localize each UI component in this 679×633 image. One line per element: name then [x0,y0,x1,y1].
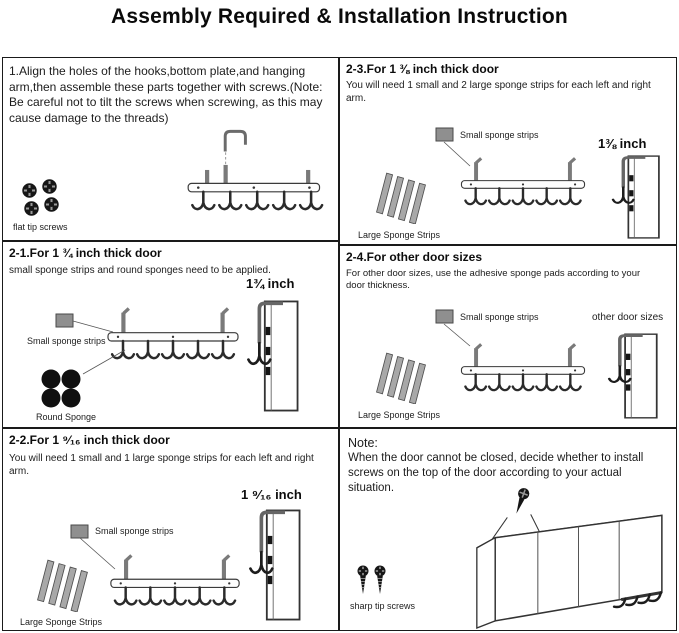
leader-line [72,320,114,333]
small-sponge-label: Small sponge strips [460,312,539,322]
panel-step2-2: 2-2.For 1 ⁹⁄₁₆ inch thick door You will … [2,428,339,631]
large-sponge-icon [376,352,426,404]
door-icon [246,299,300,413]
leader-line [443,141,471,167]
step2-1-text: small sponge strips and round sponges ne… [9,265,271,276]
step2-2-heading: 2-2.For 1 ⁹⁄₁₆ inch thick door [9,433,170,447]
flat-screw-icon [23,200,40,217]
door-size-label: other door sizes [592,312,664,323]
round-sponge-icon [41,369,81,408]
door-size-label: 1⅜ inch [598,136,647,151]
large-sponge-label: Large Sponge Strips [358,230,441,240]
flat-screw-icon [43,196,60,213]
door-size-label: 1¾ inch [246,276,295,291]
small-sponge-icon [435,127,454,142]
step2-4-illustration [376,309,659,420]
sharp-screw-icon [356,565,370,595]
round-sponge-label: Round Sponge [36,412,97,422]
leader-line [79,537,116,570]
large-sponge-icon [376,172,426,224]
hook-rack-icon [109,553,241,607]
large-sponge-label: Large Sponge Strips [20,617,103,627]
small-sponge-label: Small sponge strips [95,526,174,536]
leader-line [82,349,126,375]
note-illustration [356,485,664,629]
step1-text: 1.Align the holes of the hooks,bottom pl… [9,64,323,125]
sharp-screw-icon [373,565,387,595]
step2-3-illustration [376,127,661,240]
sharp-tip-screws-label: sharp tip screws [350,601,416,611]
hook-rack-icon [106,306,240,360]
large-sponge-icon [37,559,88,612]
panel-note: Note: When the door cannot be closed, de… [339,428,677,631]
small-sponge-icon [435,309,454,324]
small-sponge-label: Small sponge strips [27,336,106,346]
door-icon [611,154,661,240]
step2-2-illustration [37,508,302,622]
flat-tip-screws-label: flat tip screws [13,222,68,232]
step1-illustration [21,129,324,217]
panel-step2-4: 2-4.For other door sizes For other door … [339,245,677,428]
note-text: When the door cannot be closed, decide w… [348,452,644,494]
panel-step2-3: 2-3.For 1 ⅜ inch thick door You will nee… [339,57,677,245]
panel-step1: 1.Align the holes of the hooks,bottom pl… [2,57,339,241]
door-icon [607,332,659,420]
step2-1-illustration [41,299,300,413]
large-sponge-label: Large Sponge Strips [358,410,441,420]
page-title: Assembly Required & Installation Instruc… [111,5,568,28]
flat-screw-icon [21,182,38,199]
step2-4-text: For other door sizes, use the adhesive s… [346,268,641,292]
flat-screw-icon [41,178,58,195]
step2-2-text: You will need 1 small and 1 large sponge… [9,453,314,477]
step2-3-text: You will need 1 small and 2 large sponge… [346,80,651,104]
small-sponge-label: Small sponge strips [460,130,539,140]
door-top-screw-icon [475,485,664,629]
hook-rack-icon [459,342,587,392]
leader-line [443,323,471,347]
small-sponge-icon [55,313,74,328]
panel-step2-1: 2-1.For 1 ¾ inch thick door small sponge… [2,241,339,428]
step2-4-heading: 2-4.For other door sizes [346,250,483,264]
hook-rack-assembly-icon [186,129,324,211]
hook-rack-icon [459,156,587,206]
step2-3-heading: 2-3.For 1 ⅜ inch thick door [346,62,499,76]
step2-1-heading: 2-1.For 1 ¾ inch thick door [9,246,162,260]
small-sponge-icon [70,524,89,539]
door-size-label: 1 ⁹⁄₁₆ inch [241,487,302,502]
note-heading: Note: [348,436,378,450]
door-icon [248,508,302,622]
